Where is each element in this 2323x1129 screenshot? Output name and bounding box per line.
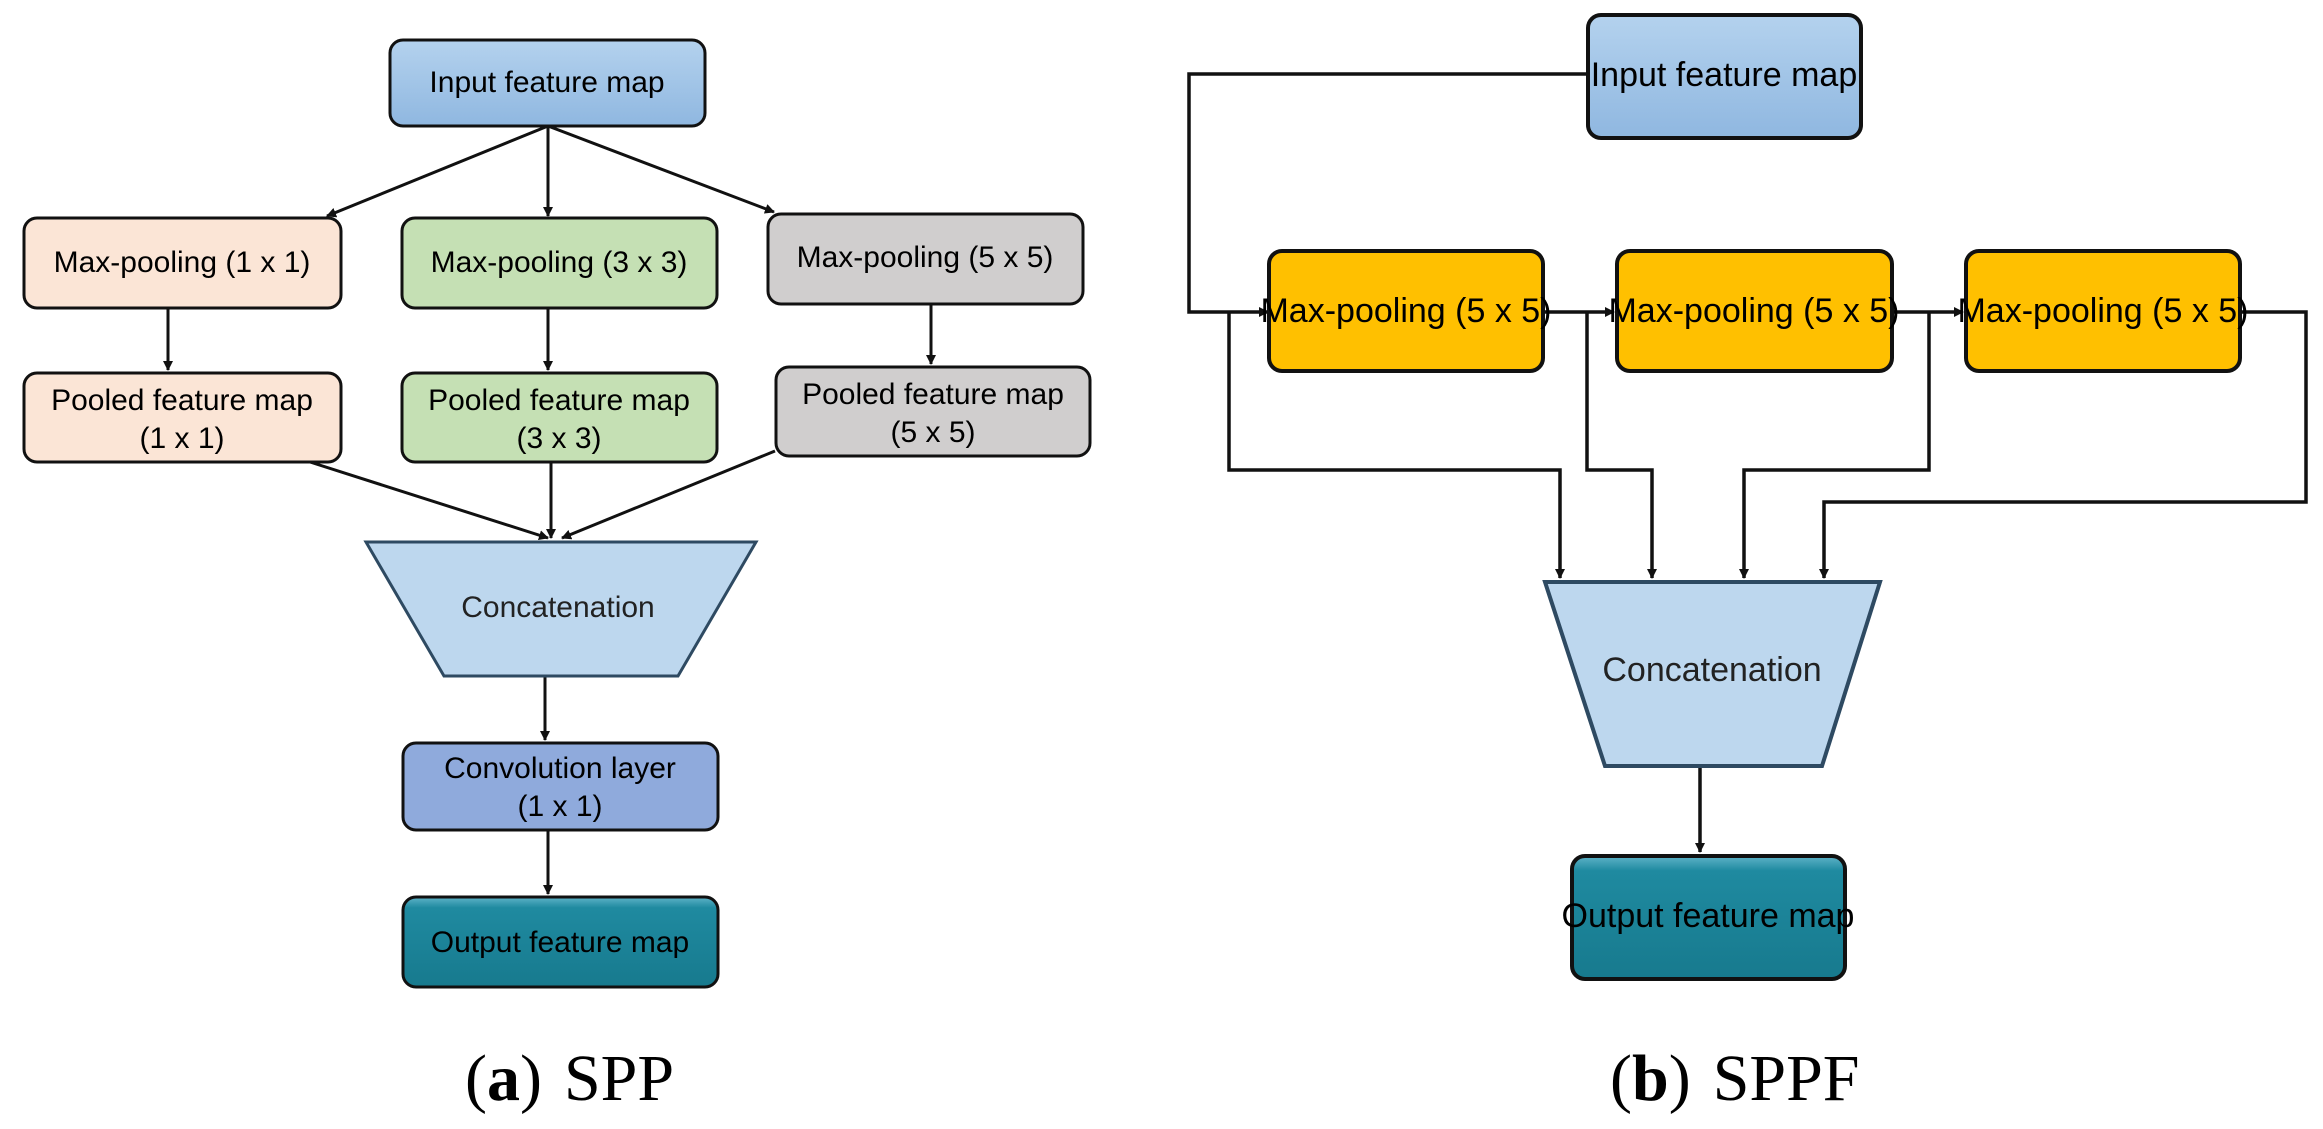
spp-caption-text: SPP xyxy=(564,1042,674,1115)
sppf-pool-c-label: Max-pooling (5 x 5) xyxy=(1957,292,2248,330)
sppf-output-label: Output feature map xyxy=(1562,897,1855,935)
spp-caption: (a) SPP xyxy=(465,1042,674,1115)
sppf-caption: (b) SPPF xyxy=(1610,1042,1860,1115)
sppf-concat-node: Concatenation xyxy=(1542,580,1883,768)
spp-conv-label-1: Convolution layer xyxy=(444,752,676,785)
spp-pool-3x3-label: Max-pooling (3 x 3) xyxy=(431,246,688,279)
spp-input-node: Input feature map xyxy=(388,38,707,128)
spp-pooled-3x3-label-2: (3 x 3) xyxy=(516,422,601,455)
sppf-caption-close: ) xyxy=(1669,1042,1691,1115)
spp-pool-3x3-node: Max-pooling (3 x 3) xyxy=(400,216,719,310)
sppf-pool-a-node: Max-pooling (5 x 5) xyxy=(1260,249,1552,373)
spp-diagram: Input feature map Max-pooling (1 x 1) Ma… xyxy=(22,38,1092,1115)
spp-conv-node: Convolution layer (1 x 1) xyxy=(401,741,720,832)
edge-input-branch-to-concat xyxy=(1227,312,1565,579)
edge-pooled1-to-concat xyxy=(309,460,549,541)
edge-pool-a-branch-to-concat xyxy=(1585,312,1657,579)
edge-input-to-pool1 xyxy=(326,124,549,218)
spp-concat-node: Concatenation xyxy=(363,540,759,678)
spp-conv-label-2: (1 x 1) xyxy=(517,790,602,823)
sppf-diagram: Input feature map Max-pooling (5 x 5) Ma… xyxy=(1187,13,2308,1115)
sppf-pool-b-label: Max-pooling (5 x 5) xyxy=(1608,292,1899,330)
spp-pooled-5x5-node: Pooled feature map (5 x 5) xyxy=(774,365,1092,458)
spp-pooled-3x3-label-1: Pooled feature map xyxy=(428,384,690,417)
sppf-caption-open: ( xyxy=(1610,1042,1632,1115)
sppf-caption-letter: b xyxy=(1632,1042,1669,1115)
spp-pool-1x1-label: Max-pooling (1 x 1) xyxy=(54,246,311,279)
sppf-input-node: Input feature map xyxy=(1586,13,1863,140)
spp-pool-1x1-node: Max-pooling (1 x 1) xyxy=(22,216,343,310)
spp-concat-label: Concatenation xyxy=(461,591,654,624)
edge-input-to-pool5 xyxy=(547,124,775,214)
sppf-edges xyxy=(1187,72,2308,853)
spp-edges xyxy=(163,124,936,895)
spp-caption-letter: a xyxy=(487,1042,520,1115)
spp-pooled-1x1-label-1: Pooled feature map xyxy=(51,384,313,417)
spp-output-label: Output feature map xyxy=(431,926,690,959)
sppf-pool-b-node: Max-pooling (5 x 5) xyxy=(1608,249,1900,373)
sppf-caption-text: SPPF xyxy=(1713,1042,1860,1115)
edge-pool-c-branch-to-concat xyxy=(1819,310,2308,579)
edge-pooled5-to-concat xyxy=(561,449,776,540)
spp-caption-close: ) xyxy=(520,1042,542,1115)
sppf-pool-a-label: Max-pooling (5 x 5) xyxy=(1260,292,1551,330)
sppf-output-node: Output feature map xyxy=(1562,854,1855,981)
spp-pooled-3x3-node: Pooled feature map (3 x 3) xyxy=(400,371,719,464)
edge-pool-b-branch-to-concat xyxy=(1739,312,1931,579)
spp-pool-5x5-label: Max-pooling (5 x 5) xyxy=(797,241,1054,274)
spp-pooled-1x1-label-2: (1 x 1) xyxy=(139,422,224,455)
spp-caption-open: ( xyxy=(465,1042,487,1115)
sppf-input-label: Input feature map xyxy=(1591,56,1858,94)
sppf-concat-label: Concatenation xyxy=(1602,651,1821,689)
spp-pooled-5x5-label-1: Pooled feature map xyxy=(802,378,1064,411)
spp-output-node: Output feature map xyxy=(401,895,720,989)
spp-pool-5x5-node: Max-pooling (5 x 5) xyxy=(766,212,1085,306)
spp-input-label: Input feature map xyxy=(429,66,664,99)
spp-pooled-5x5-label-2: (5 x 5) xyxy=(890,416,975,449)
spp-pooled-1x1-node: Pooled feature map (1 x 1) xyxy=(22,371,343,464)
sppf-pool-c-node: Max-pooling (5 x 5) xyxy=(1957,249,2249,373)
